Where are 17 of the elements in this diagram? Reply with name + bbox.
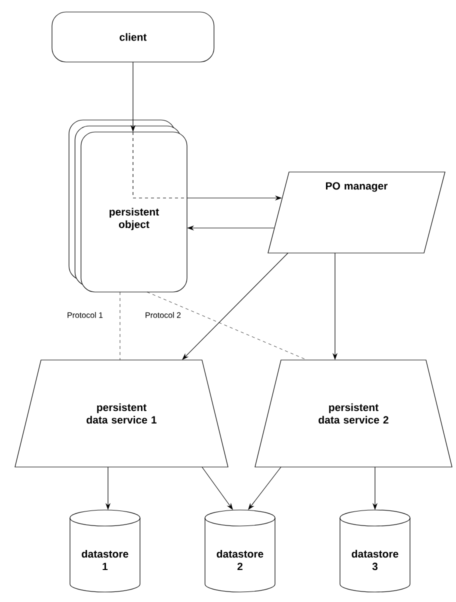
dashed-line xyxy=(146,292,308,360)
datastore-cylinder: datastore 3 xyxy=(340,510,410,592)
service-trapezoid: persistent data service 1 xyxy=(14,360,228,468)
arrow xyxy=(202,466,233,510)
edge-label: Protocol 1 xyxy=(66,311,104,319)
stacked-object-box: persistent object xyxy=(68,120,188,292)
node-label: datastore 2 xyxy=(216,550,264,570)
process-box: client xyxy=(52,12,214,62)
edge-label: Protocol 2 xyxy=(144,311,182,319)
manager-parallelogram: PO manager xyxy=(268,172,446,254)
datastore-cylinder: datastore 1 xyxy=(70,510,140,592)
arrow xyxy=(182,252,288,360)
datastore-cylinder: datastore 2 xyxy=(204,510,276,592)
node-label: datastore 1 xyxy=(82,550,128,570)
node-label: datastore 3 xyxy=(352,550,398,570)
service-trapezoid: persistent data service 2 xyxy=(254,360,452,468)
arrow xyxy=(248,466,282,510)
